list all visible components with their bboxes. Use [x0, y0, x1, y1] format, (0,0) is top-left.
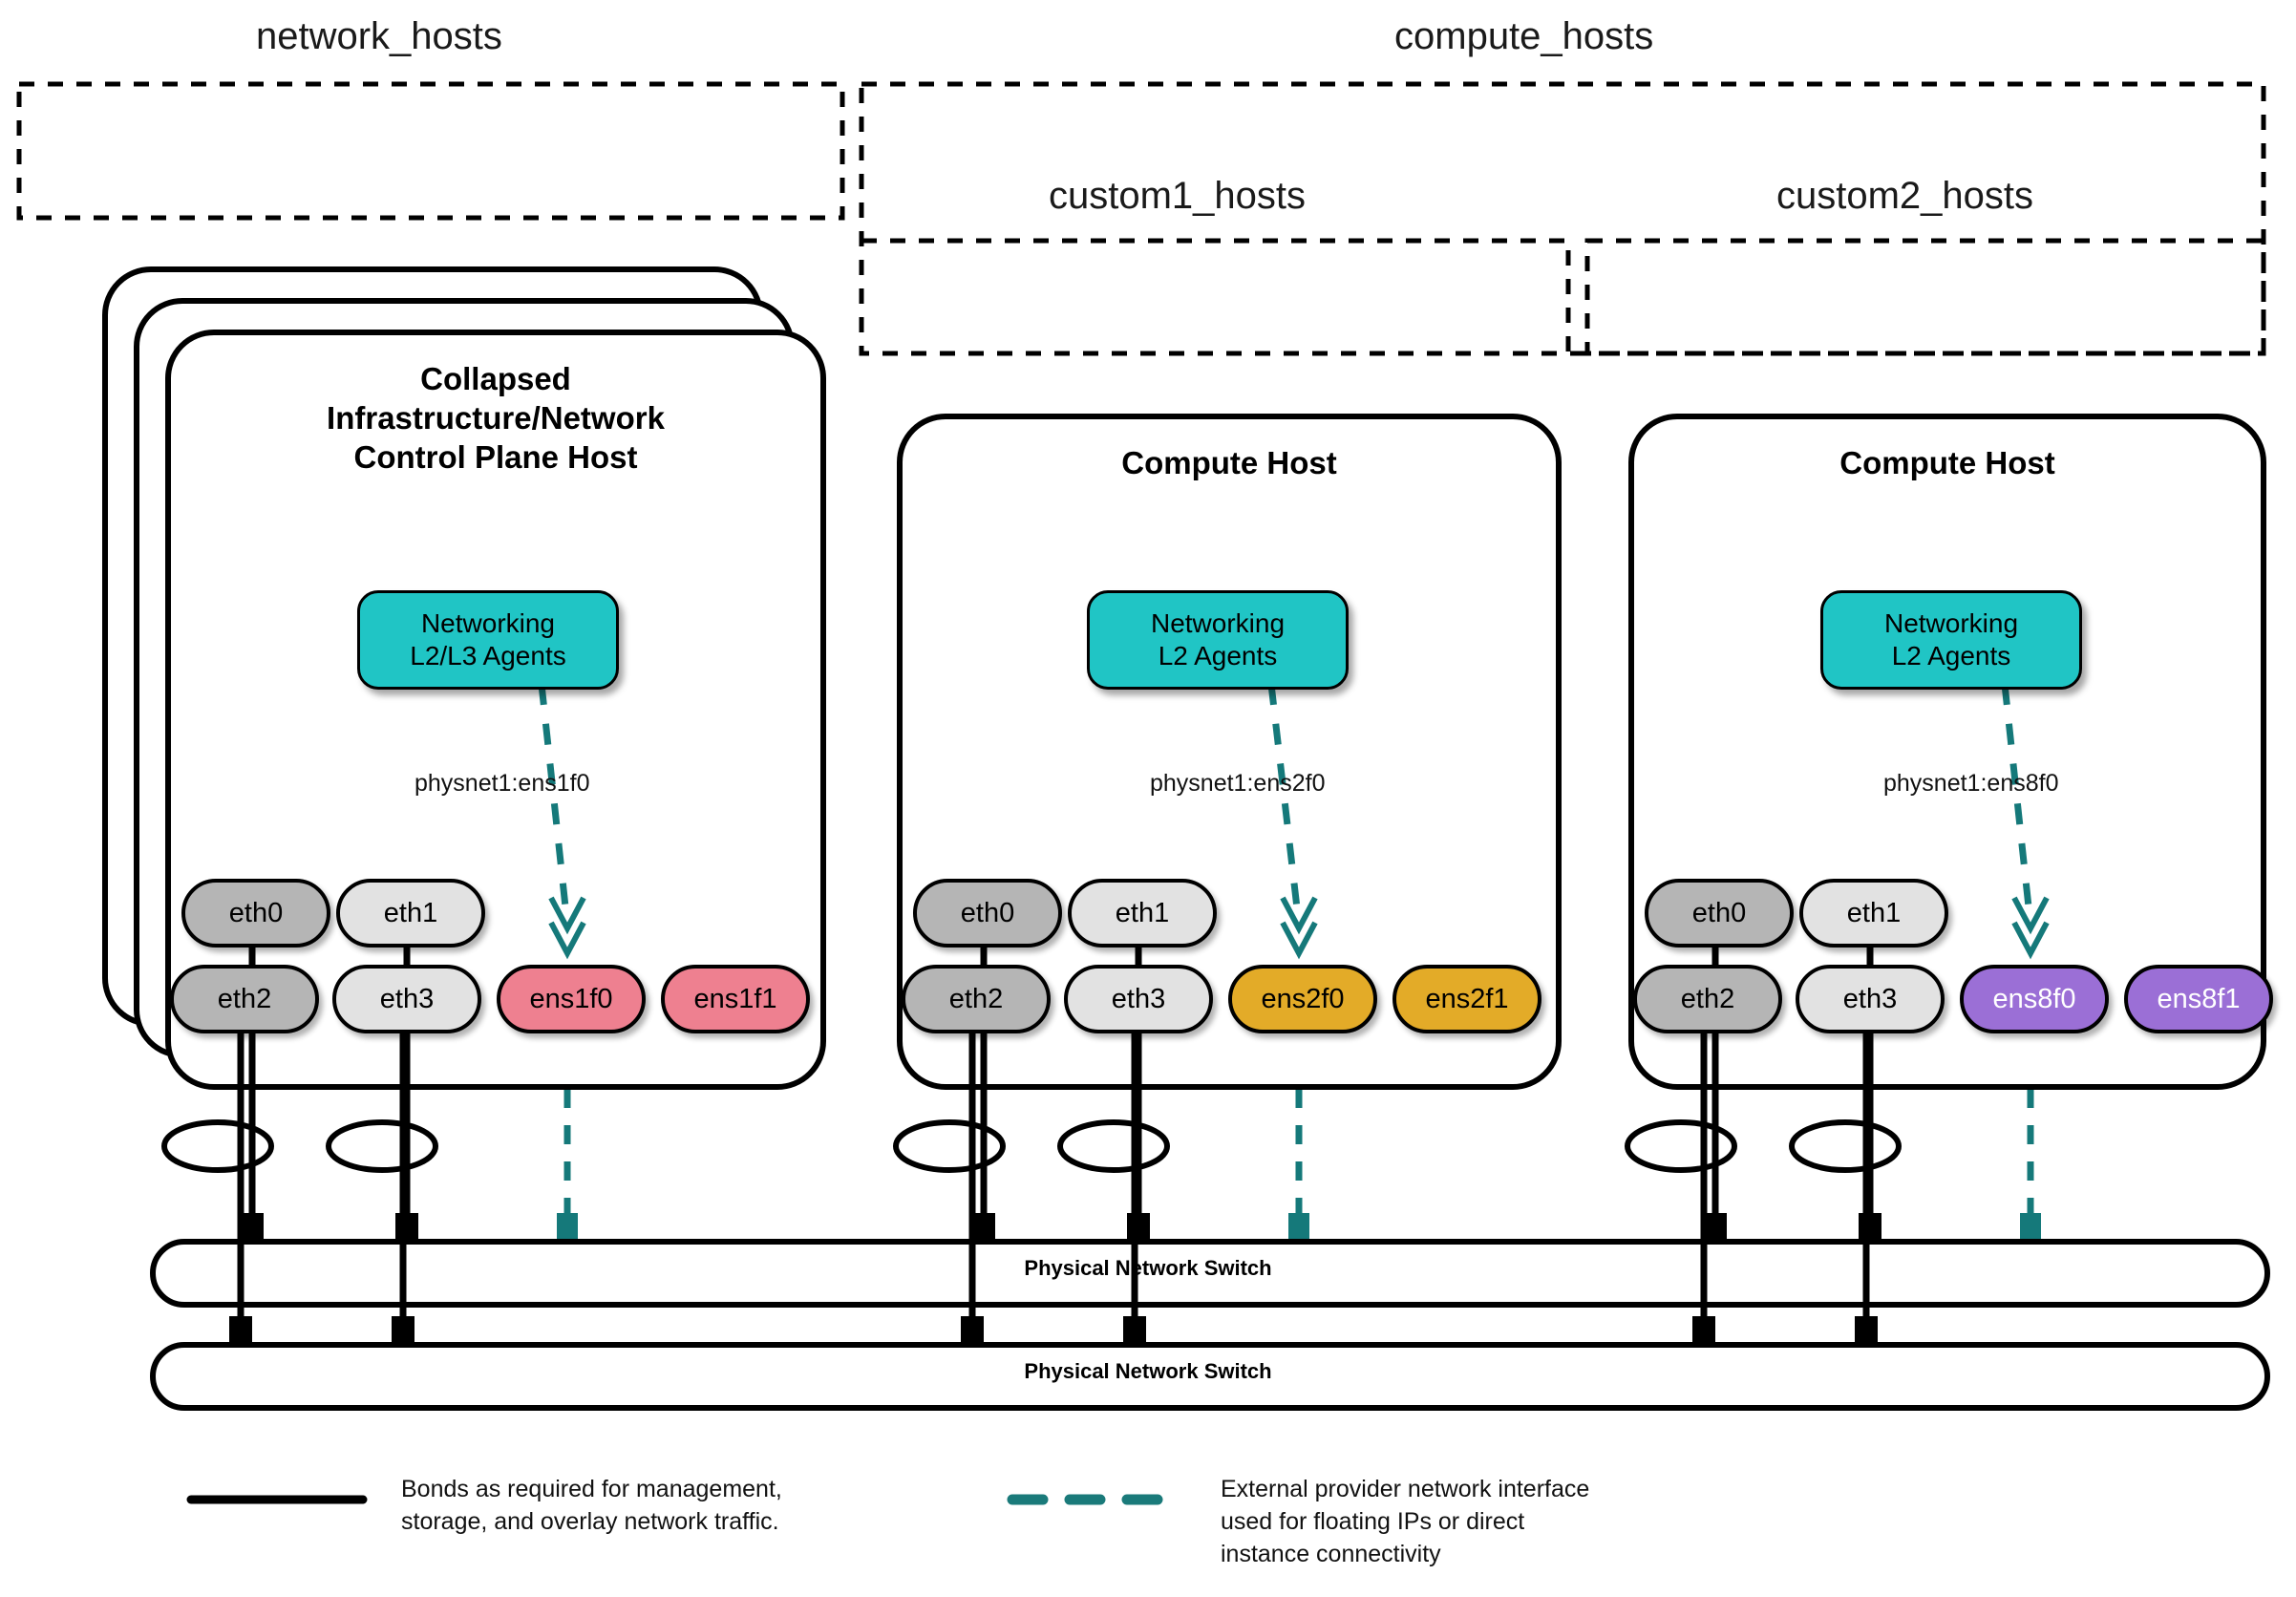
nic-eth1-compute-host-2[interactable]: eth1 — [1799, 879, 1948, 948]
bond-ellipse-0 — [161, 1119, 274, 1173]
nic-eth1-compute-host-1[interactable]: eth1 — [1068, 879, 1217, 948]
switch1-port-0-network-control-plane-host — [241, 1213, 264, 1244]
switch-body-physical-network-switch-1 — [150, 1239, 2270, 1308]
legend-dashed-text: External provider network interface used… — [1221, 1476, 1590, 1567]
switch-label-physical-network-switch-2: Physical Network Switch — [1024, 1359, 1272, 1383]
arrow-chevron-1-compute-host-1 — [1280, 921, 1318, 960]
arrow-chevron-1-network-control-plane-host — [548, 921, 586, 960]
nic-ens1f0-network-control-plane-host[interactable]: ens1f0 — [497, 965, 646, 1033]
bond-ellipse-4 — [1625, 1119, 1737, 1173]
host-card-compute-host-1 — [897, 414, 1562, 1090]
switch1-port-1-network-control-plane-host — [395, 1213, 418, 1244]
switch-body-physical-network-switch-2 — [150, 1342, 2270, 1411]
nic-eth0-compute-host-1[interactable]: eth0 — [913, 879, 1062, 948]
switch1-port-0-compute-host-2 — [1704, 1213, 1727, 1244]
switch1-port-0-compute-host-1 — [972, 1213, 995, 1244]
arrow-chevron-0-compute-host-1 — [1280, 896, 1318, 935]
group-label-network_hosts: network_hosts — [256, 15, 502, 57]
group-box-custom2_hosts — [1584, 238, 2266, 356]
provider-switch-port-2 — [2020, 1213, 2041, 1244]
nic-eth2-network-control-plane-host[interactable]: eth2 — [170, 965, 319, 1033]
bond-ellipse-5 — [1789, 1119, 1902, 1173]
networking-agents-box-network-control-plane-host: Networking L2/L3 Agents — [357, 590, 619, 690]
group-box-network_hosts — [16, 81, 845, 221]
switch2-port-0-compute-host-2 — [1692, 1316, 1715, 1347]
provider-switch-port-1 — [1288, 1213, 1309, 1244]
networking-agents-box-compute-host-2: Networking L2 Agents — [1820, 590, 2082, 690]
switch2-port-1-compute-host-2 — [1855, 1316, 1878, 1347]
switch2-port-1-compute-host-1 — [1123, 1316, 1146, 1347]
arrow-chevron-0-compute-host-2 — [2011, 896, 2050, 935]
bond-ellipse-1 — [326, 1119, 438, 1173]
agent-to-nic-dashed-compute-host-1 — [1267, 683, 1303, 926]
nic-ens8f0-compute-host-2[interactable]: ens8f0 — [1960, 965, 2109, 1033]
physnet-mapping-label-compute-host-1: physnet1:ens2f0 — [1150, 770, 1326, 797]
host-title-compute-host-2: Compute Host — [1839, 445, 2055, 480]
group-box-compute_hosts — [859, 81, 2266, 356]
bond-ellipse-3 — [1057, 1119, 1170, 1173]
nic-ens8f1-compute-host-2[interactable]: ens8f1 — [2124, 965, 2273, 1033]
arrow-chevron-0-network-control-plane-host — [548, 896, 586, 935]
physnet-mapping-label-compute-host-2: physnet1:ens8f0 — [1883, 770, 2059, 797]
switch-label-physical-network-switch-1: Physical Network Switch — [1024, 1256, 1272, 1280]
switch2-port-1-network-control-plane-host — [392, 1316, 415, 1347]
nic-eth2-compute-host-1[interactable]: eth2 — [902, 965, 1051, 1033]
group-label-compute_hosts: compute_hosts — [1394, 15, 1654, 57]
bond-ellipse-2 — [893, 1119, 1006, 1173]
host-title-network-control-plane-host: Collapsed Infrastructure/Network Control… — [327, 361, 665, 475]
nic-ens2f1-compute-host-1[interactable]: ens2f1 — [1392, 965, 1541, 1033]
switch1-port-1-compute-host-1 — [1127, 1213, 1150, 1244]
switch1-port-1-compute-host-2 — [1859, 1213, 1881, 1244]
nic-eth3-network-control-plane-host[interactable]: eth3 — [332, 965, 481, 1033]
host-card-network-control-plane-host — [165, 330, 826, 1090]
group-label-custom1_hosts: custom1_hosts — [1049, 175, 1307, 217]
nic-eth0-network-control-plane-host[interactable]: eth0 — [181, 879, 330, 948]
nic-eth3-compute-host-1[interactable]: eth3 — [1064, 965, 1213, 1033]
physnet-mapping-label-network-control-plane-host: physnet1:ens1f0 — [415, 770, 590, 797]
networking-agents-box-compute-host-1: Networking L2 Agents — [1087, 590, 1349, 690]
agent-to-nic-dashed-network-control-plane-host — [538, 683, 571, 926]
nic-eth0-compute-host-2[interactable]: eth0 — [1645, 879, 1794, 948]
arrow-chevron-1-compute-host-2 — [2011, 921, 2050, 960]
nic-eth3-compute-host-2[interactable]: eth3 — [1796, 965, 1945, 1033]
nic-eth2-compute-host-2[interactable]: eth2 — [1633, 965, 1782, 1033]
group-label-custom2_hosts: custom2_hosts — [1776, 175, 2034, 217]
agent-to-nic-dashed-compute-host-2 — [2001, 683, 2034, 926]
nic-ens1f1-network-control-plane-host[interactable]: ens1f1 — [661, 965, 810, 1033]
switch2-port-0-network-control-plane-host — [229, 1316, 252, 1347]
provider-switch-port-0 — [557, 1213, 578, 1244]
nic-eth1-network-control-plane-host[interactable]: eth1 — [336, 879, 485, 948]
nic-ens2f0-compute-host-1[interactable]: ens2f0 — [1228, 965, 1377, 1033]
switch2-port-0-compute-host-1 — [961, 1316, 984, 1347]
group-box-custom1_hosts — [859, 238, 1571, 356]
host-title-compute-host-1: Compute Host — [1121, 445, 1337, 480]
legend-solid-text: Bonds as required for management, storag… — [401, 1476, 782, 1535]
